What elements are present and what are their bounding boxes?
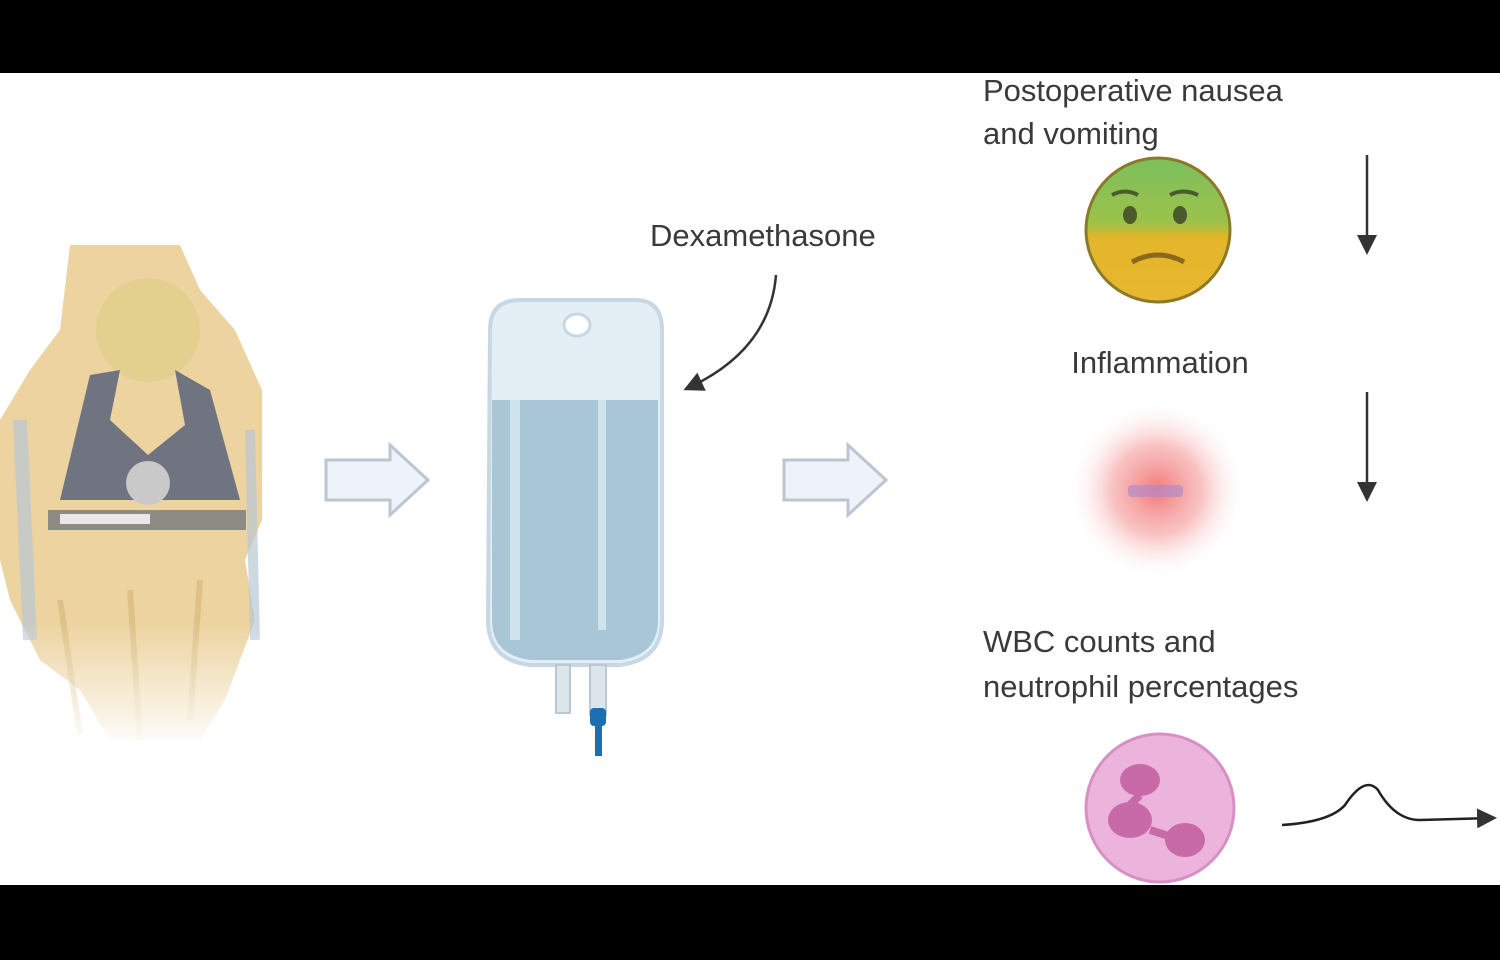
dexamethasone-label: Dexamethasone [650, 218, 876, 253]
nauseated-face-icon [1084, 156, 1232, 304]
wbc-label-line1: WBC counts and [983, 624, 1216, 659]
iv-bag-illustration [485, 298, 664, 756]
inflammation-label: Inflammation [1071, 345, 1248, 380]
nausea-label-line1: Postoperative nausea [983, 73, 1284, 108]
process-arrow-2-icon [782, 441, 889, 519]
curved-pointer-arrow-icon [683, 274, 778, 391]
wbc-label-line2: neutrophil percentages [983, 669, 1298, 704]
inflammation-icon [1067, 400, 1247, 580]
nausea-label-line2: and vomiting [983, 116, 1159, 151]
transient-rise-trend-arrow-icon [1281, 783, 1497, 829]
knee-implant-illustration [0, 240, 280, 750]
neutrophil-cell-icon [1084, 732, 1236, 884]
process-arrow-1-icon [324, 441, 431, 519]
